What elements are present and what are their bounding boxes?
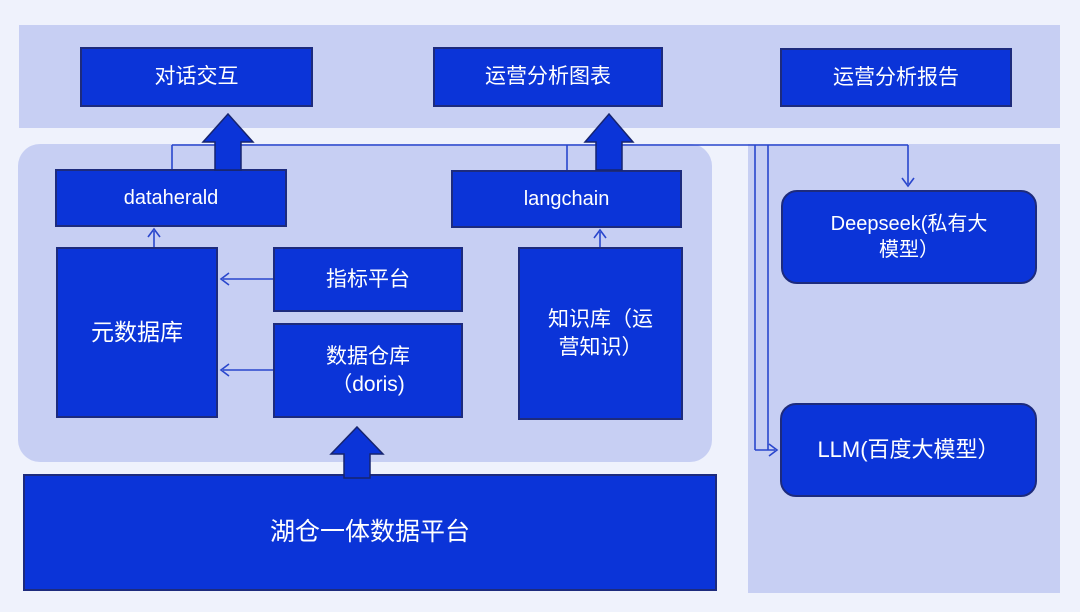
node-llm-baidu-label: LLM(百度大模型） bbox=[817, 436, 1000, 462]
node-llm-baidu: LLM(百度大模型） bbox=[780, 403, 1037, 497]
node-dialogue-interaction: 对话交互 bbox=[80, 47, 313, 107]
node-metadata-db: 元数据库 bbox=[56, 247, 218, 418]
node-deepseek: Deepseek(私有大 模型） bbox=[781, 190, 1037, 284]
node-metrics-platform: 指标平台 bbox=[273, 247, 463, 312]
node-langchain: langchain bbox=[451, 170, 682, 228]
node-dataherald-label: dataherald bbox=[123, 187, 219, 209]
node-data-warehouse-label-line1: 数据仓库 bbox=[326, 345, 410, 369]
node-lakehouse-platform: 湖仓一体数据平台 bbox=[23, 474, 717, 591]
node-knowledge-base-label-line2: 营知识） bbox=[558, 335, 643, 359]
node-dialogue-interaction-label: 对话交互 bbox=[154, 65, 239, 89]
node-lakehouse-platform-label: 湖仓一体数据平台 bbox=[269, 518, 470, 547]
node-knowledge-base: 知识库（运 营知识） bbox=[518, 247, 683, 420]
node-data-warehouse-label-line2: （doris) bbox=[331, 372, 405, 396]
node-analysis-report-label: 运营分析报告 bbox=[833, 65, 959, 89]
node-metadata-db-label: 元数据库 bbox=[91, 318, 183, 345]
node-deepseek-label-line1: Deepseek(私有大 bbox=[830, 213, 988, 235]
node-data-warehouse: 数据仓库 （doris) bbox=[273, 323, 463, 418]
node-metrics-platform-label: 指标平台 bbox=[326, 267, 410, 291]
node-analysis-charts-label: 运营分析图表 bbox=[485, 65, 611, 89]
node-analysis-charts: 运营分析图表 bbox=[433, 47, 663, 107]
node-langchain-label: langchain bbox=[523, 188, 610, 210]
node-knowledge-base-label-line1: 知识库（运 bbox=[548, 308, 653, 332]
node-deepseek-label-line2: 模型） bbox=[879, 239, 939, 261]
node-analysis-report: 运营分析报告 bbox=[780, 48, 1012, 107]
node-dataherald: dataherald bbox=[55, 169, 287, 227]
